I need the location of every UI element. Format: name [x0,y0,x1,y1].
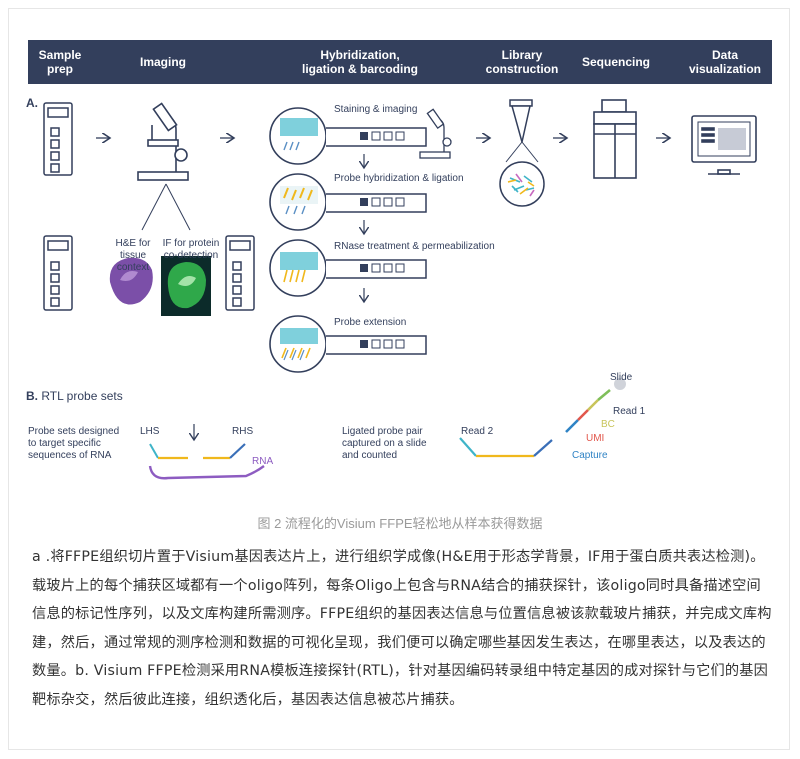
probe-pair-unligated [148,443,265,480]
section-b-heading: B. RTL probe sets [26,389,123,403]
hyb-label-2: Probe hybridization & ligation [334,173,464,184]
if-tissue-image [161,256,211,316]
microscope-small-icon [419,108,452,159]
bc-label: BC [601,419,615,430]
library-tube-icon [499,99,545,207]
figure-caption: 图 2 流程化的Visium FFPE轻松地从样本获得数据 [257,516,543,531]
rhs-label: RHS [232,426,254,437]
sample-slide-icon [43,102,73,176]
hyb-step-3 [269,239,427,297]
he-tissue-image [109,257,153,305]
section-a-label: A. [26,96,38,110]
read1-label: Read 1 [613,406,646,417]
capture-label: Capture [572,450,608,461]
if-slide-icon [225,235,255,311]
he-label: H&E for tissue context [115,238,151,273]
hyb-label-1: Staining & imaging [334,104,418,115]
sequencer-icon [593,99,637,179]
hyb-step-1 [269,107,427,165]
lhs-label: LHS [140,426,160,437]
step-imaging: Imaging [139,55,186,69]
slide-label: Slide [610,372,633,383]
hyb-label-3: RNase treatment & permeabilization [334,241,495,252]
hyb-step-2 [269,173,427,231]
monitor-icon [691,115,757,175]
step-data-visualization: Data visualization [688,48,762,76]
hyb-step-4 [269,315,427,373]
step-hybridization: Hybridization, ligation & barcoding [302,48,418,76]
probe-pair-captured [459,378,626,458]
he-slide-icon [43,235,73,311]
step-library-construction: Library construction [485,48,559,76]
umi-label: UMI [586,433,605,444]
workflow-header: Sample prep Imaging Hybridization, ligat… [28,40,772,84]
rna-label: RNA [252,456,274,467]
step-sequencing: Sequencing [581,55,650,69]
step-sample-prep: Sample prep [38,48,82,76]
ligated-note: Ligated probe pair captured on a slide a… [342,426,427,461]
section-b-label: B. [26,389,38,403]
figure-description: a .将FFPE组织切片置于Visium基因表达片上，进行组织学成像(H&E用于… [32,549,772,708]
if-label: IF for protein co-detection [162,238,220,261]
section-b-title: RTL probe sets [41,389,123,403]
read2-label: Read 2 [461,426,494,437]
microscope-icon [137,102,189,181]
hyb-label-4: Probe extension [334,317,407,328]
probe-design-note: Probe sets designed to target specific s… [28,426,120,461]
